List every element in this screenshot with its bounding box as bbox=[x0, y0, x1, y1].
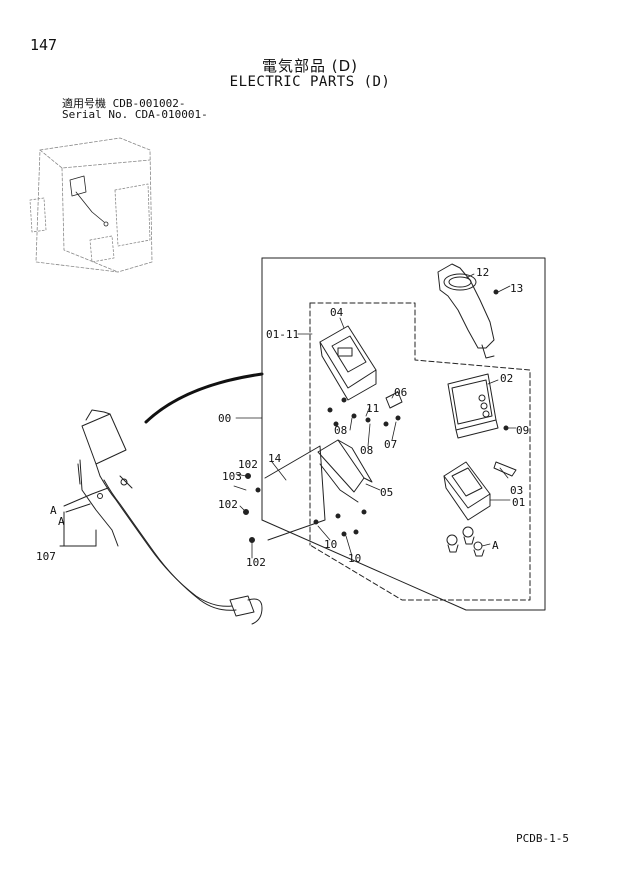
label-part-14: 14 bbox=[268, 452, 282, 465]
label-part-06: 06 bbox=[394, 386, 407, 399]
panel-part-04 bbox=[319, 325, 377, 401]
part-labels: 12 13 04 01-11 02 06 11 08 08 07 09 00 1… bbox=[36, 266, 529, 569]
label-ref-a-lower: A bbox=[58, 515, 65, 528]
machine-cab-thumbnail bbox=[29, 137, 153, 273]
label-part-08-b: 08 bbox=[360, 444, 373, 457]
label-part-00: 00 bbox=[218, 412, 231, 425]
bracket-part-03 bbox=[493, 461, 517, 477]
label-part-04: 04 bbox=[330, 306, 344, 319]
label-ref-a-right: A bbox=[492, 539, 499, 552]
fasteners bbox=[243, 289, 509, 543]
label-part-102-b: 102 bbox=[218, 498, 238, 511]
serial-applicability-line: 適用号機 CDB-001002- bbox=[62, 97, 186, 110]
label-part-102-a: 102 bbox=[238, 458, 258, 471]
label-part-08-a: 08 bbox=[334, 424, 347, 437]
label-ref-a-upper: A bbox=[50, 504, 57, 517]
label-part-103: 103 bbox=[222, 470, 242, 483]
page-title-english: ELECTRIC PARTS (D) bbox=[229, 74, 391, 90]
label-part-13: 13 bbox=[510, 282, 523, 295]
label-leaders bbox=[233, 273, 517, 559]
label-part-11: 11 bbox=[366, 402, 379, 415]
leader-curve bbox=[144, 372, 264, 424]
wiring-harness-107 bbox=[59, 409, 263, 625]
monitor-part-02 bbox=[447, 373, 499, 439]
cover-part-12 bbox=[437, 263, 495, 359]
sub-assembly-frame bbox=[309, 302, 531, 601]
bracket-part-05 bbox=[317, 439, 373, 503]
label-part-107: 107 bbox=[36, 550, 56, 563]
bracket-frame bbox=[264, 445, 326, 541]
label-part-01: 01 bbox=[512, 496, 525, 509]
label-part-05: 05 bbox=[380, 486, 393, 499]
switch-box-part-01 bbox=[443, 461, 491, 557]
label-part-02: 02 bbox=[500, 372, 513, 385]
label-part-01-11: 01-11 bbox=[266, 328, 299, 341]
main-assembly-frame bbox=[261, 257, 546, 611]
label-part-10-b: 10 bbox=[348, 552, 361, 565]
label-part-07: 07 bbox=[384, 438, 397, 451]
label-part-12: 12 bbox=[476, 266, 489, 279]
label-part-10-a: 10 bbox=[324, 538, 337, 551]
page-title-japanese: 電気部品 (D) bbox=[261, 57, 359, 75]
serial-number-line: Serial No. CDA-010001- bbox=[62, 108, 208, 121]
label-part-03: 03 bbox=[510, 484, 523, 497]
page-number: 147 bbox=[30, 36, 58, 54]
page-code: PCDB-1-5 bbox=[516, 832, 569, 845]
label-part-102-c: 102 bbox=[246, 556, 266, 569]
label-part-09: 09 bbox=[516, 424, 529, 437]
